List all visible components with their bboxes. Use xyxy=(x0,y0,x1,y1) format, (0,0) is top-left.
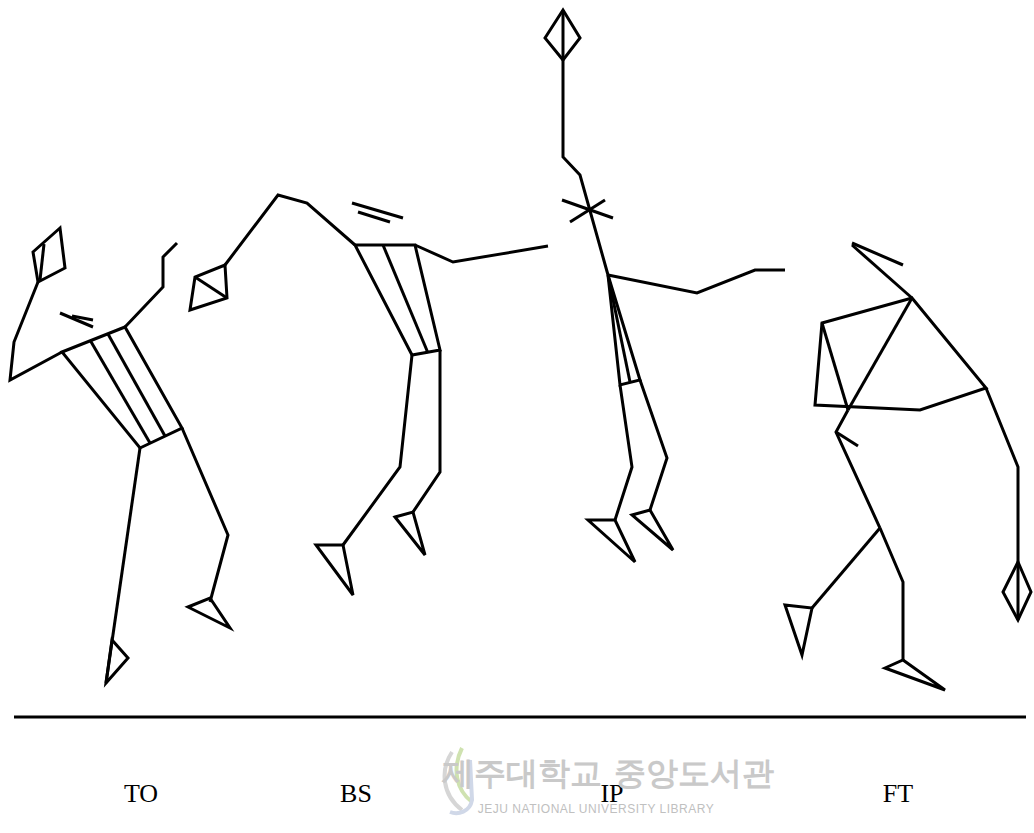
watermark-subtext: JEJU NATIONAL UNIVERSITY LIBRARY xyxy=(478,803,714,815)
phase-label: BS xyxy=(340,781,372,807)
ground-line xyxy=(14,716,1026,719)
stick-figure-ip xyxy=(545,10,785,562)
stick-figure-to xyxy=(10,228,230,683)
stick-figure-ft xyxy=(785,243,1031,690)
watermark-text: 제주대학교 중앙도서관 xyxy=(442,757,773,789)
phase-label: FT xyxy=(883,781,913,807)
stick-figure-bs xyxy=(190,195,548,595)
phase-label: TO xyxy=(124,781,158,807)
